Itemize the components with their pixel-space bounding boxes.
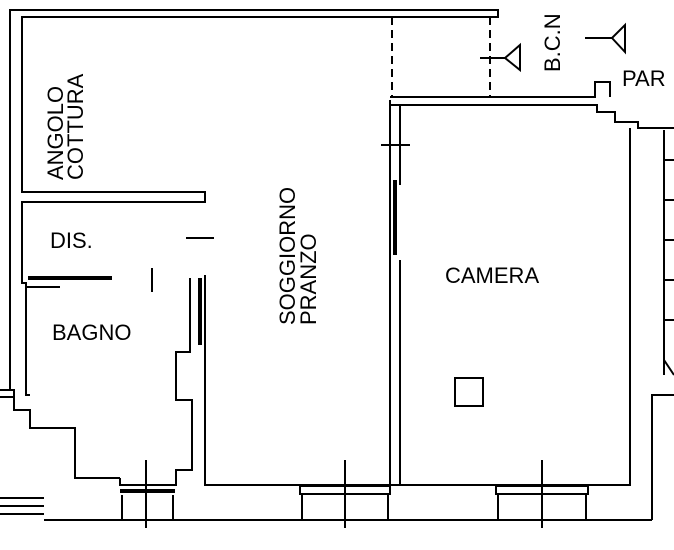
label-bedroom: CAMERA [445,263,539,288]
label-living-1: SOGGIORNO [275,187,300,325]
label-hall: DIS. [50,228,93,253]
walls [0,9,674,528]
label-bcn: B.C.N [540,13,565,72]
label-kitchen-2: COTTURA [63,73,88,180]
label-bathroom: BAGNO [52,320,131,345]
label-living-2: PRANZO [296,233,321,325]
column-square [454,377,484,407]
label-par: PAR [622,66,666,91]
label-kitchen-1: ANGOLO [43,86,68,180]
